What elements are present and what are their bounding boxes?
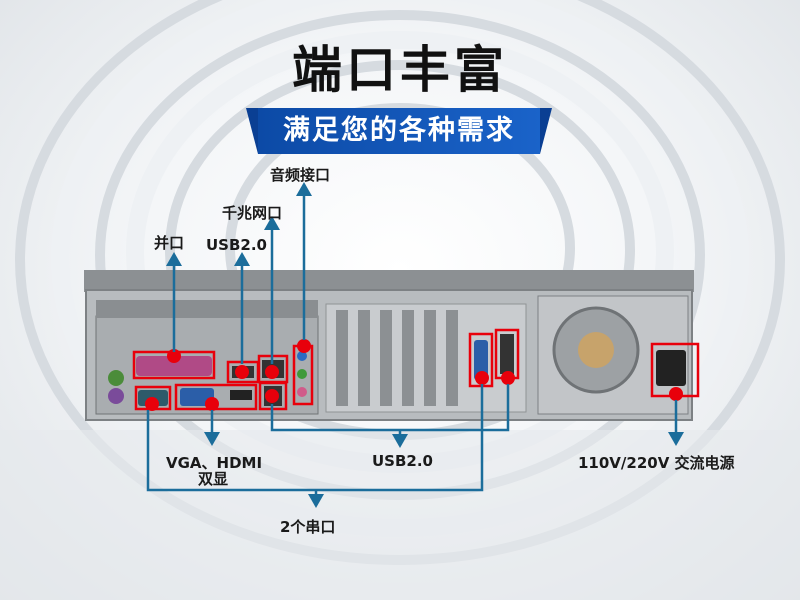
label-serial-ports: 2个串口 (280, 518, 336, 536)
rear-usb-shape (500, 334, 514, 374)
arrow-parallel (166, 252, 182, 266)
chassis-top (84, 270, 694, 292)
arrow-usb-top (234, 252, 250, 266)
rear-vga-shape (474, 340, 488, 380)
marker-usb-mid (265, 389, 279, 403)
power-inlet-shape (656, 350, 686, 386)
marker-audio (297, 339, 311, 353)
label-usb-bottom: USB2.0 (372, 452, 433, 470)
marker-serial (145, 397, 159, 411)
marker-lan (265, 365, 279, 379)
label-power-supply: 110V/220V 交流电源 (578, 454, 735, 472)
vent-top-left (96, 300, 318, 318)
audio-jack-green (297, 369, 307, 379)
expansion-slot-covers (336, 310, 458, 406)
audio-jack-pink (297, 387, 307, 397)
ps2-purple-port (108, 388, 124, 404)
parallel-port-shape (136, 356, 212, 376)
ps2-green-port (108, 370, 124, 386)
audio-jack-blue (297, 351, 307, 361)
hdmi-port-shape (230, 390, 252, 400)
page-title: 端口丰富 (292, 41, 508, 99)
marker-power (669, 387, 683, 401)
psu-fan-hub (578, 332, 614, 368)
subtitle-banner: 满足您的各种需求 (258, 108, 540, 154)
marker-parallel (167, 349, 181, 363)
arrow-power (668, 432, 684, 446)
label-parallel-port: 并口 (154, 234, 185, 252)
label-gigabit-lan: 千兆网口 (222, 204, 283, 222)
arrow-lan (264, 216, 280, 230)
marker-rear-vga (475, 371, 489, 385)
marker-vga (205, 397, 219, 411)
arrow-audio (296, 182, 312, 196)
arrow-serial (308, 494, 324, 508)
marker-rear-usb (501, 371, 515, 385)
label-audio-port: 音频接口 (270, 166, 331, 184)
arrow-vga (204, 432, 220, 446)
arrow-usb-bottom (392, 434, 408, 448)
label-dual-display: 双显 (198, 470, 229, 488)
marker-usb-top (235, 365, 249, 379)
label-vga-hdmi: VGA、HDMI (166, 454, 263, 472)
label-usb-top: USB2.0 (206, 236, 267, 254)
